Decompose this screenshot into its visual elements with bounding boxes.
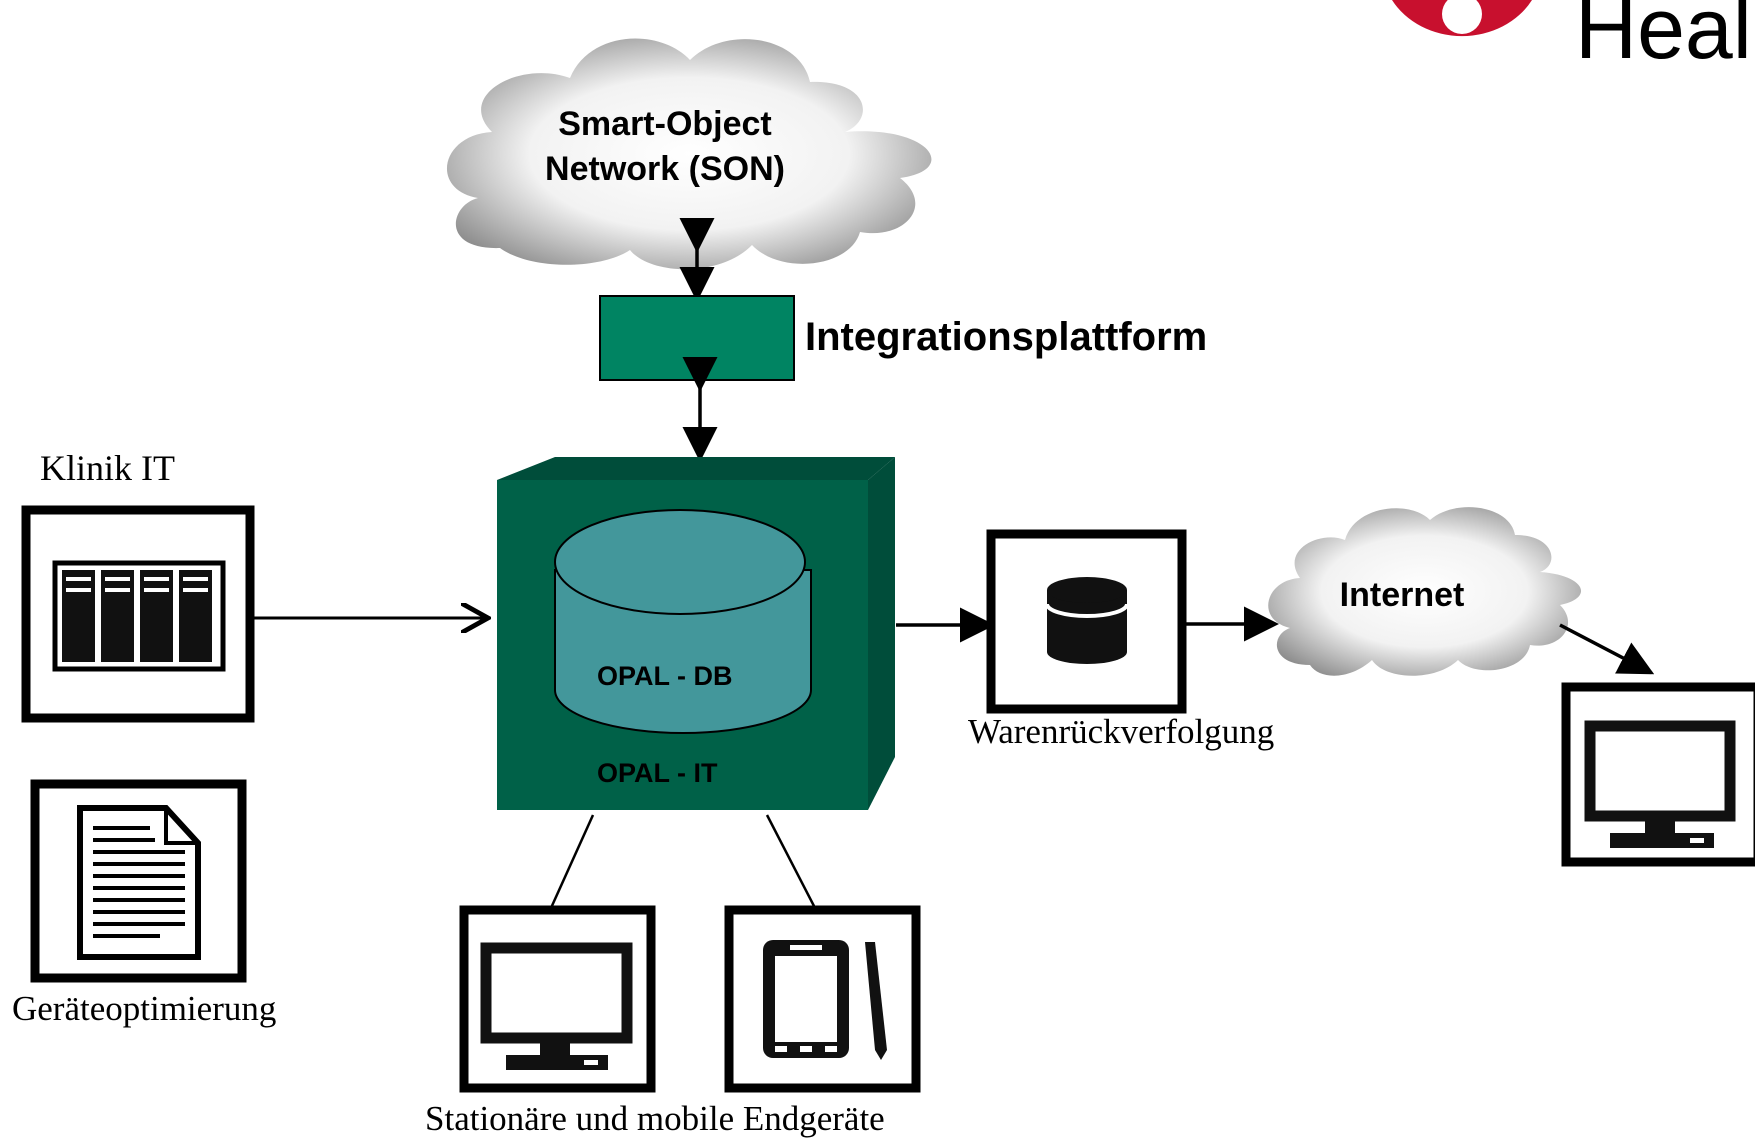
internet-cloud: Internet: [1268, 507, 1582, 676]
integration-label: Integrationsplattform: [805, 315, 1207, 359]
son-label-line2: Network (SON): [545, 150, 785, 188]
internet-label: Internet: [1340, 576, 1465, 614]
integration-platform: Integrationsplattform: [599, 295, 1207, 381]
database-icon: [1045, 577, 1129, 664]
klinik-it-node: Klinik IT: [21, 448, 255, 723]
server-icon: [52, 560, 226, 672]
logo: Heal: [1392, 0, 1752, 77]
waren-node: Warenrückverfolgung: [968, 529, 1274, 751]
endgeraete-label: Stationäre und mobile Endgeräte: [425, 1099, 885, 1138]
integration-box: [599, 295, 795, 381]
opal-box-top: [497, 457, 895, 480]
opal-it-box: OPAL - DB OPAL - IT: [497, 457, 895, 810]
opal-db-body: [554, 569, 812, 734]
document-icon: [77, 805, 201, 960]
logo-text: Heal: [1575, 0, 1752, 77]
endgeraete-monitor-node: [459, 905, 656, 1093]
endgeraete-tablet-node: [724, 905, 921, 1093]
monitor-icon: [480, 942, 633, 1070]
tablet-frame: [724, 905, 921, 1093]
klinik-it-label: Klinik IT: [40, 448, 175, 488]
stylus-icon: [865, 942, 887, 1060]
client-node: [1561, 682, 1755, 867]
opal-db-top: [554, 509, 806, 615]
logo-mark-dot: [1442, 0, 1482, 34]
geraete-label: Geräteoptimierung: [12, 989, 276, 1028]
arrow-internet-client: [1559, 623, 1655, 675]
son-label-line1: Smart-Object: [558, 105, 772, 143]
son-cloud: Smart-Object Network (SON): [446, 38, 932, 270]
klinik-it-frame: [21, 505, 255, 723]
opal-db-cylinder: OPAL - DB: [554, 509, 812, 734]
son-cloud-shape: [446, 38, 932, 270]
waren-label: Warenrückverfolgung: [968, 712, 1274, 751]
opal-box-side: [868, 457, 895, 810]
internet-cloud-shape: [1268, 507, 1582, 676]
opal-db-label: OPAL - DB: [597, 661, 733, 691]
opal-it-label: OPAL - IT: [597, 758, 718, 788]
line-opal-tablet: [765, 814, 817, 909]
line-opal-monitor: [549, 814, 595, 909]
client-monitor-icon: [1584, 720, 1736, 848]
geraete-node: Geräteoptimierung: [12, 779, 276, 1028]
tablet-icon: [763, 940, 887, 1060]
